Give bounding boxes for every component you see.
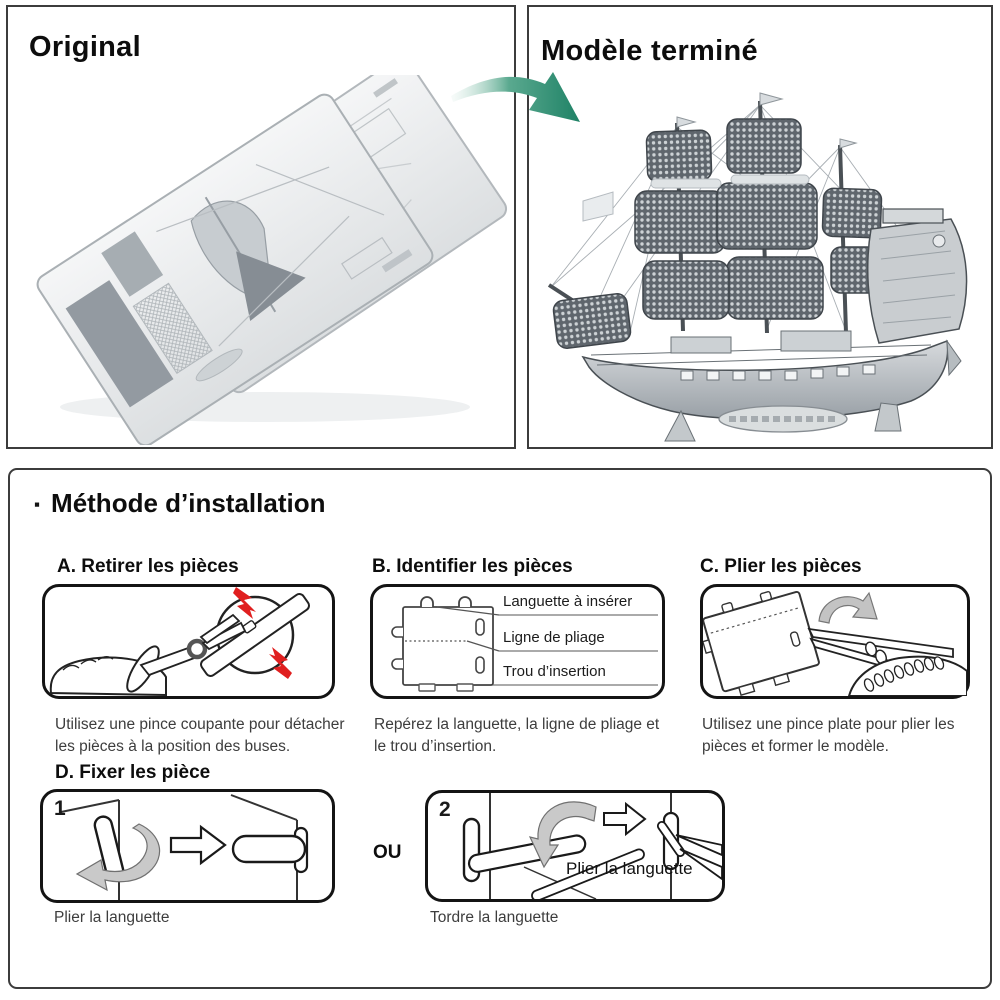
step-a-figure (42, 584, 335, 699)
ship-sails (552, 118, 894, 349)
metal-sheet-front (36, 93, 434, 445)
panel-finished: Modèle terminé (527, 5, 993, 449)
step-b-caption: Repérez la languette, la ligne de pliage… (374, 716, 660, 755)
bending-pliers-illustration (703, 590, 967, 696)
bend-direction-arrow (818, 591, 878, 624)
option-2-inner-label: Plier la languette (566, 859, 693, 878)
original-title: Original (29, 31, 141, 63)
twist-tab-illustration (462, 793, 722, 899)
installation-panel: ▪ Méthode d’installation A. Retirer les … (8, 468, 992, 989)
label-trou-insertion: Trou d’insertion (503, 663, 606, 680)
metal-sheets-illustration (36, 75, 508, 445)
ship-stern (866, 208, 968, 344)
step-b-title: B. Identifier les pièces (372, 556, 573, 577)
or-separator: OU (373, 842, 402, 863)
ship-illustration (547, 92, 968, 442)
option-2-number: 2 (439, 798, 451, 821)
result-arrow (169, 824, 227, 866)
option-1-caption: Plier la languette (54, 909, 170, 926)
finished-title: Modèle terminé (541, 35, 758, 67)
step-c-caption: Utilisez une pince plate pour plier les … (702, 716, 955, 755)
step-a-title: A. Retirer les pièces (57, 556, 239, 577)
fix-option-1-box: 1 (40, 789, 335, 903)
step-b-figure: Languette à insérer Ligne de pliage Trou… (370, 584, 665, 699)
cutting-pliers-illustration (49, 587, 310, 696)
installation-heading-text: Méthode d’installation (51, 488, 326, 518)
step-a-caption: Utilisez une pince coupante pour détache… (55, 716, 345, 755)
panel-original: Original (6, 5, 516, 449)
ship-nameplate (718, 405, 848, 433)
label-languette: Languette à insérer (503, 593, 633, 610)
red-cut-mark-bottom (269, 647, 292, 679)
piece-diagram (391, 596, 658, 692)
step-c-figure (700, 584, 970, 699)
option-1-number: 1 (54, 797, 66, 820)
fold-tab-illustration (60, 794, 309, 900)
installation-heading: ▪ Méthode d’installation (34, 488, 325, 519)
step-d-title: D. Fixer les pièce (55, 762, 211, 783)
step-c-title: C. Plier les pièces (700, 556, 862, 577)
transform-arrow-icon (451, 72, 580, 122)
ship-pennants (676, 92, 858, 149)
label-ligne-pliage: Ligne de pliage (503, 629, 605, 646)
red-cut-mark-top (233, 587, 256, 619)
ship-hull (581, 330, 962, 442)
ship-flag (582, 191, 614, 222)
fix-option-2-box: 2 Plier la languette (425, 790, 725, 902)
result-arrow (603, 801, 647, 837)
fold-direction-arrow (75, 823, 161, 892)
twist-direction-arrow (528, 801, 597, 869)
option-2-caption: Tordre la languette (430, 909, 559, 926)
square-bullet-icon: ▪ (34, 495, 41, 514)
